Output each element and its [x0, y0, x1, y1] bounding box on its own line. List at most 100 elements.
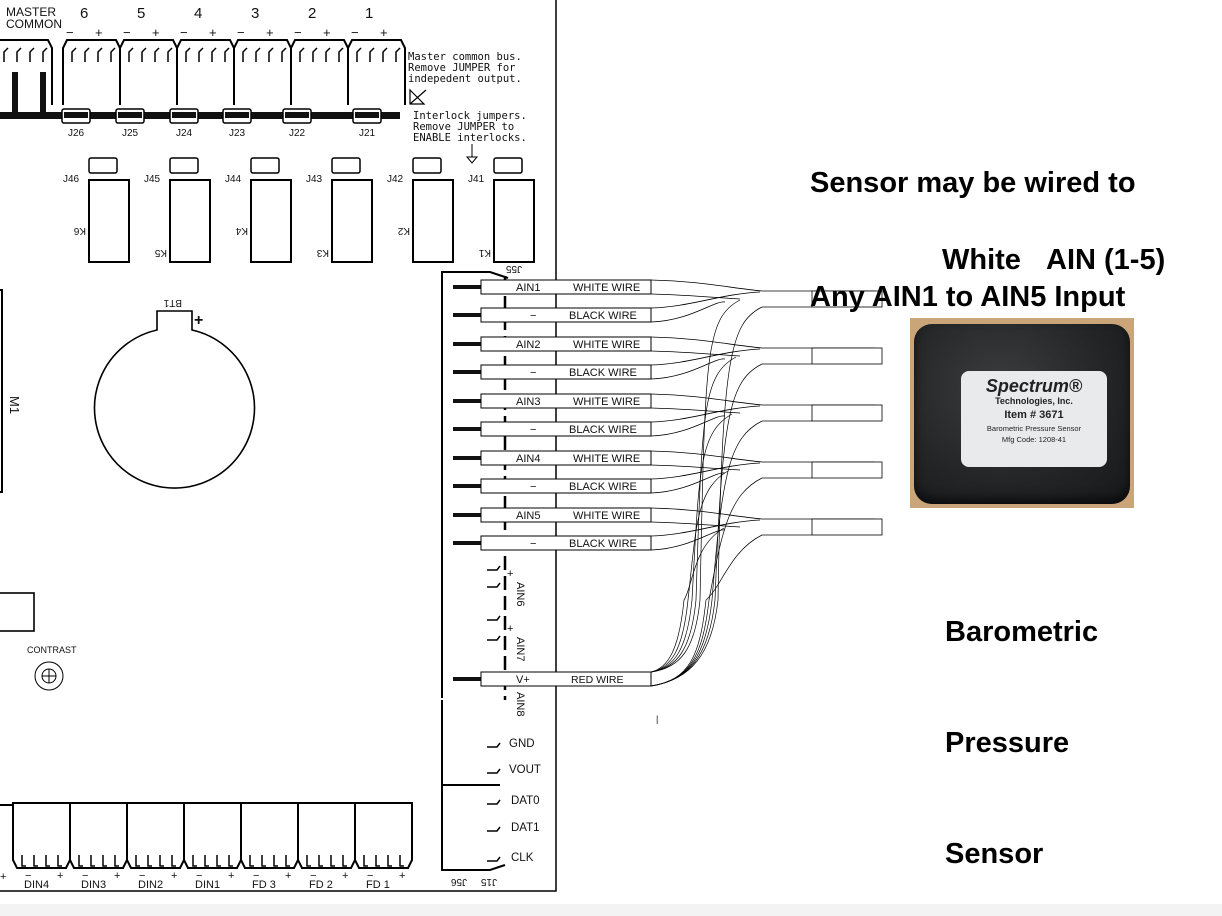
j55-label: J55	[505, 263, 522, 274]
jumper-fill	[355, 112, 379, 118]
wire-label: BLACK WIRE	[569, 424, 637, 436]
j55-housing	[441, 271, 509, 698]
terminal-screw	[102, 855, 107, 867]
red-wire	[650, 534, 763, 687]
black-wire	[650, 348, 761, 366]
terminal-screw	[338, 47, 344, 62]
relay-number: 6	[80, 5, 88, 22]
contrast-pot-icon[interactable]	[34, 661, 64, 691]
black-wire	[650, 462, 761, 480]
legend-color: White	[942, 244, 1021, 276]
plus-sign: +	[285, 870, 291, 882]
relay-jumper-label: J41	[468, 174, 485, 185]
sensor-cables	[650, 279, 883, 687]
terminal-pin	[453, 399, 481, 403]
display-connector	[0, 592, 35, 632]
sensor-company: Technologies, Inc.	[995, 396, 1073, 406]
relay-number-labels: 6−+5−+4−+3−+2−+1−+	[66, 5, 388, 40]
terminal-screw	[306, 855, 311, 867]
minus-sign: −	[25, 870, 31, 882]
red-wire	[650, 413, 733, 673]
terminal-block	[0, 39, 53, 105]
terminal-screw	[281, 47, 287, 62]
white-wire	[650, 407, 741, 414]
terminal-pin	[453, 285, 481, 289]
pin-label: −	[530, 424, 536, 436]
relay-label: K6	[73, 225, 86, 236]
master-common-label-1: MASTER	[6, 5, 56, 19]
jumper-label: J25	[122, 128, 139, 139]
terminal-screw	[330, 855, 335, 867]
master-bus-note: Master common bus. Remove JUMPER for ind…	[408, 51, 522, 105]
bus-post-1	[12, 72, 18, 117]
wire-lead	[480, 279, 652, 295]
interlock-note: Interlock jumpers. Remove JUMPER to ENAB…	[413, 110, 527, 164]
minus-sign: −	[196, 870, 202, 882]
terminal-screw	[198, 47, 204, 62]
note-pointer-icon	[409, 88, 427, 105]
jumper-fill	[172, 112, 196, 118]
pin-label: AIN3	[516, 396, 540, 408]
note-line: Remove JUMPER for	[408, 62, 515, 74]
board-outline	[0, 0, 557, 892]
minus-sign: −	[294, 25, 302, 40]
top-terminal-blocks	[0, 39, 406, 105]
terminal-screw	[325, 47, 331, 62]
minus-sign: −	[180, 25, 188, 40]
plus-sign: +	[266, 25, 274, 40]
wire-label: BLACK WIRE	[569, 481, 637, 493]
terminal-screw	[369, 47, 375, 62]
white-wire	[650, 507, 875, 520]
j56-housing	[441, 700, 506, 871]
m1-module	[0, 289, 3, 493]
terminal-screw	[192, 855, 197, 867]
plus-sign: +	[114, 870, 120, 882]
pin-label: −	[530, 481, 536, 493]
wire-lead	[480, 671, 652, 687]
bottom-terminal-blocks: +−+DIN4−+DIN3−+DIN2−+DIN1−+FD 3−+FD 2−+F…	[0, 802, 413, 891]
terminal-screw	[285, 855, 290, 867]
input-label: DIN3	[81, 879, 106, 891]
pin-label: AIN2	[516, 339, 540, 351]
master-common-bus	[0, 112, 400, 119]
battery-polarity: +	[194, 312, 203, 329]
j15-label: J15	[480, 876, 497, 887]
red-wire	[650, 477, 763, 687]
terminal-screw	[29, 47, 35, 62]
relay-number: 3	[251, 5, 259, 22]
note-line: Remove JUMPER to	[413, 121, 514, 133]
note-line: Master common bus.	[408, 51, 522, 63]
relay-number: 5	[137, 5, 145, 22]
sensor-caption: Barometric Pressure Sensor	[945, 540, 1098, 910]
red-wire	[650, 470, 729, 673]
sensor-description: Barometric Pressure Sensor	[986, 424, 1082, 433]
terminal-screw	[224, 47, 230, 62]
jumper-fill	[225, 112, 249, 118]
caption-line: Sensor	[945, 838, 1044, 870]
black-wire	[650, 405, 761, 423]
pin-label: AIN5	[516, 510, 540, 522]
wire-label: BLACK WIRE	[569, 367, 637, 379]
terminal-screw	[356, 47, 362, 62]
red-wire	[650, 299, 741, 673]
pin-hook	[487, 768, 501, 774]
terminal-pin	[453, 677, 481, 681]
terminal-screw	[363, 855, 368, 867]
black-wire	[650, 358, 726, 380]
relay-body	[493, 179, 535, 263]
terminal-screw	[128, 47, 134, 62]
relay-body	[412, 179, 454, 263]
j56-label: J56	[450, 876, 467, 887]
relay-body	[250, 179, 292, 263]
wire-lead	[480, 393, 652, 409]
contrast-label: CONTRAST	[27, 645, 77, 655]
battery-label: BT1	[163, 297, 182, 308]
lower-pin-label: VOUT	[509, 764, 541, 776]
pin-hook	[487, 799, 501, 805]
cable-jacket	[811, 404, 883, 422]
terminal-screw	[242, 47, 248, 62]
wire-lead	[480, 336, 652, 352]
